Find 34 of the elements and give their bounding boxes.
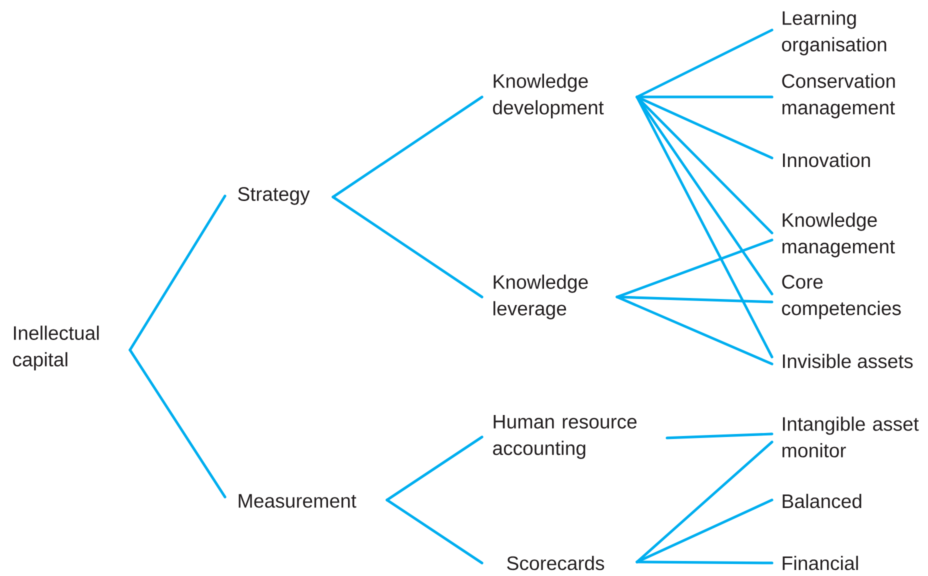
- node-label: Learning organisation: [782, 10, 886, 56]
- node-label: Innovation: [783, 152, 870, 168]
- connector-line: [636, 560, 774, 564]
- connector-line: [386, 498, 484, 564]
- node-label: Invisible assets: [783, 354, 913, 368]
- connector-line: [636, 96, 774, 234]
- node-label: Intangible asset monitor: [782, 416, 919, 458]
- node-label: Conservation management: [782, 74, 895, 118]
- connector-line: [616, 296, 774, 304]
- connector-line: [128, 194, 226, 352]
- connector-line: [386, 436, 484, 502]
- connector-line: [616, 238, 774, 298]
- connector-line: [332, 196, 484, 298]
- node-label: Scorecards: [507, 556, 604, 570]
- connector-line: [332, 96, 484, 198]
- connector-line: [636, 498, 774, 564]
- connector-line: [636, 28, 774, 98]
- node-label: Knowledge leverage: [494, 274, 588, 320]
- node-label: Financial: [782, 556, 858, 570]
- node-label: Knowledge development: [493, 74, 604, 118]
- connector-line: [636, 96, 774, 160]
- connector-line: [636, 96, 774, 98]
- connector-line: [128, 348, 226, 498]
- node-label: Balanced: [782, 494, 862, 508]
- connector-line: [636, 96, 774, 358]
- node-label: Human resource accounting: [493, 415, 637, 459]
- connector-line: [666, 432, 774, 440]
- connector-line: [636, 440, 774, 564]
- node-label: Inellectual capital: [13, 326, 99, 370]
- connector-line: [616, 296, 774, 366]
- node-label: Measurement: [238, 494, 356, 508]
- node-label: Core competencies: [782, 274, 901, 320]
- node-label: Strategy: [238, 187, 310, 205]
- node-label: Knowledge management: [782, 212, 895, 258]
